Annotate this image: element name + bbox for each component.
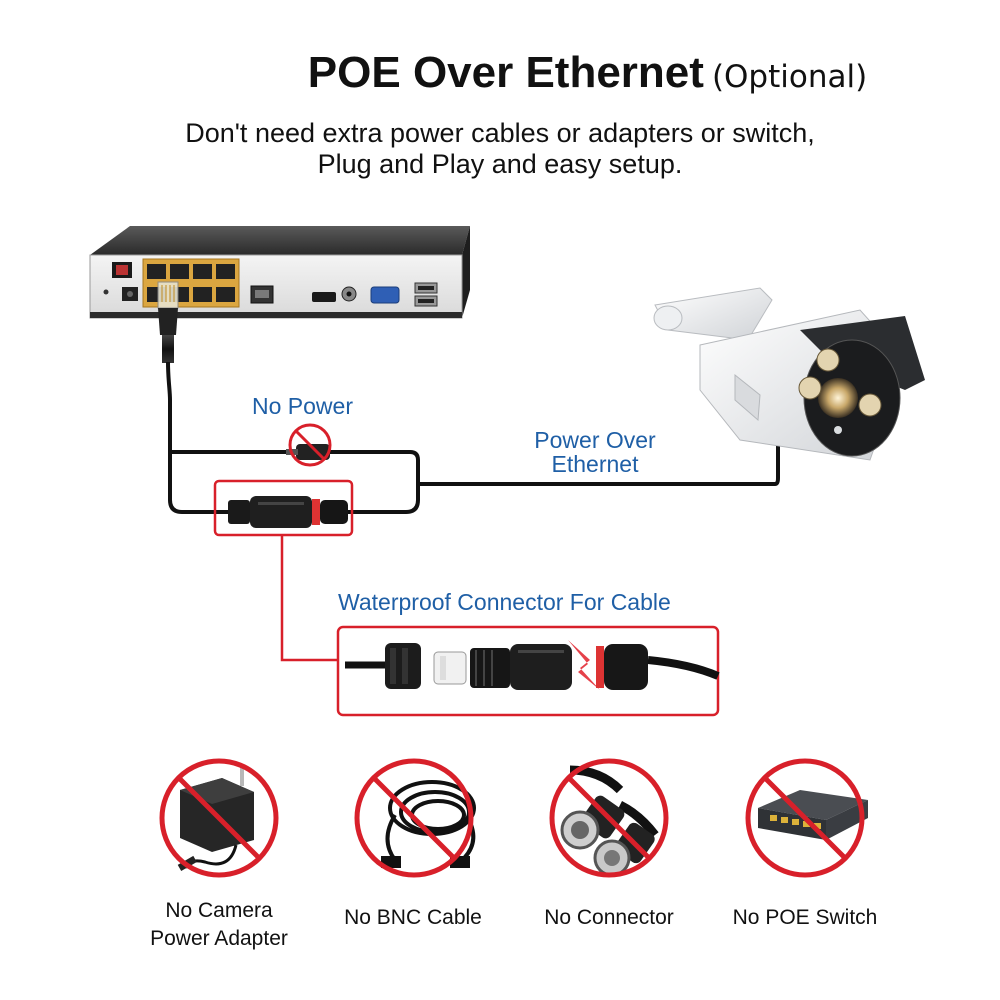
title-main: POE Over Ethernet	[307, 48, 704, 97]
caption-no-camera-power-adapter: No Camera Power Adapter	[119, 897, 319, 953]
caption-line-1: No BNC Cable	[344, 906, 482, 929]
inline-connector-icon	[228, 496, 348, 528]
title-suffix: (Optional)	[711, 59, 868, 95]
highlight-link-line	[280, 535, 338, 662]
rj45-plug-icon	[157, 281, 179, 363]
waterproof-detail-box	[336, 625, 720, 717]
caption-line-1: No POE Switch	[732, 906, 878, 929]
power-adapter-icon	[177, 766, 254, 871]
caption-no-connector: No Connector	[509, 904, 709, 932]
subtitle-line-2: Plug and Play and easy setup.	[317, 149, 683, 179]
poe-switch-icon	[758, 790, 868, 840]
caption-line-2: Power Adapter	[150, 927, 288, 950]
no-power-prohibition-icon	[288, 423, 332, 467]
prohibition-icon	[159, 758, 279, 878]
ethernet-cable	[166, 361, 780, 514]
page-title: POE Over Ethernet(Optional)	[0, 48, 1000, 98]
waterproof-connector-label: Waterproof Connector For Cable	[338, 589, 671, 615]
prohibition-icon	[549, 758, 669, 878]
prohibition-icon	[354, 758, 474, 878]
no-power-label: No Power	[252, 393, 353, 419]
caption-line-1: No Connector	[544, 906, 674, 929]
nvr-recorder	[89, 226, 470, 319]
waterproof-connector-detail-icon	[345, 640, 720, 690]
connector-highlight-box	[213, 479, 354, 537]
prohibition-icon	[745, 758, 865, 878]
caption-line-1: No Camera	[165, 899, 273, 922]
caption-no-bnc-cable: No BNC Cable	[313, 904, 513, 932]
poe-ports-icon	[142, 258, 240, 308]
subtitle-line-1: Don't need extra power cables or adapter…	[185, 118, 815, 148]
power-over-ethernet-label-line-1: Power Over	[534, 427, 656, 453]
caption-no-poe-switch: No POE Switch	[705, 904, 905, 932]
power-over-ethernet-label-line-2: Ethernet	[551, 451, 639, 477]
bullet-camera	[653, 287, 925, 461]
